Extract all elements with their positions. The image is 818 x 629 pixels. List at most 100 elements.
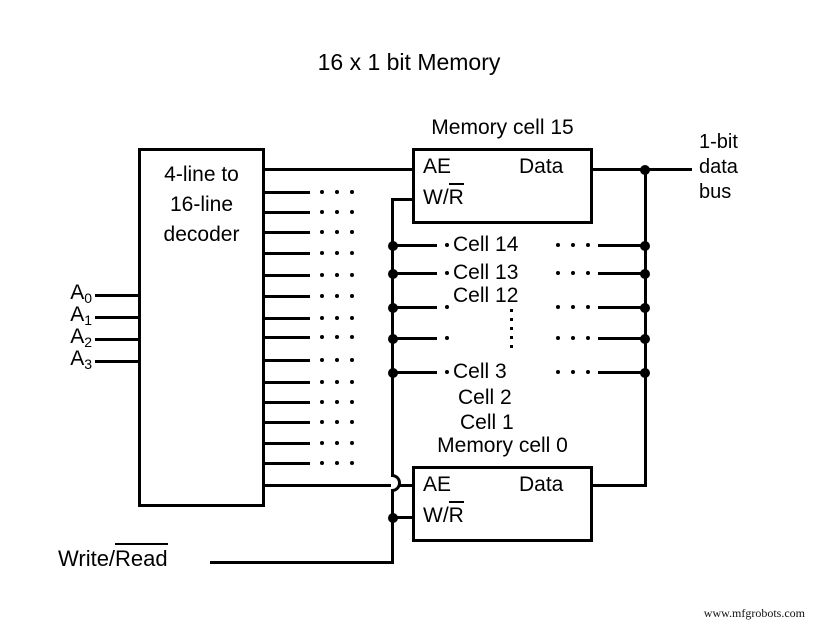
cell-row-13: Cell 13: [388, 261, 650, 284]
decoder-output-wire-0: [265, 484, 412, 487]
address-a3-base: A: [70, 347, 85, 370]
ellipsis-dot: [320, 420, 324, 424]
memory-cell-15-ae-label: AE: [423, 155, 452, 178]
write-read-wire: [210, 561, 394, 564]
decoder-output-stub: [265, 380, 360, 384]
decoder-output-stub: [265, 251, 360, 255]
address-a1-base: A: [70, 303, 85, 326]
ellipsis-dot: [335, 294, 339, 298]
ellipsis-dot: [350, 441, 354, 445]
wire-line: [265, 421, 310, 424]
data-bus-line: [644, 168, 647, 487]
wire-line: [394, 244, 437, 247]
wire-line: [265, 274, 310, 277]
decoder-output-stub: [265, 230, 360, 234]
ellipsis-dot: [445, 370, 449, 374]
write-read-prefix: Write/: [58, 546, 116, 571]
ellipsis-dot: [350, 190, 354, 194]
decoder-output-stub: [265, 210, 360, 214]
wire-line: [265, 359, 310, 362]
ellipsis-dot: [556, 271, 560, 275]
ellipsis-dot: [445, 336, 449, 340]
ellipsis-dot: [350, 294, 354, 298]
data-bus-label-line3: bus: [699, 181, 732, 203]
wire-line: [394, 272, 437, 275]
address-label-a0: A0: [50, 281, 92, 306]
wr-overline: R: [448, 501, 464, 527]
wire-line: [265, 336, 310, 339]
ellipsis-dot: [320, 294, 324, 298]
address-label-a3: A3: [50, 347, 92, 372]
junction-dot: [388, 241, 398, 251]
wr-prefix: W/: [423, 504, 449, 527]
wire-line: [265, 231, 310, 234]
wire-line: [265, 462, 310, 465]
wire-line: [598, 337, 647, 340]
ellipsis-dot: [350, 210, 354, 214]
decoder-output-stub: [265, 294, 360, 298]
decoder-output-wire-15: [265, 168, 412, 171]
ellipsis-dot: [350, 335, 354, 339]
wire-line: [265, 317, 310, 320]
ellipsis-dot: [586, 305, 590, 309]
decoder-label-line2: 16-line: [169, 193, 234, 216]
junction-dot: [640, 368, 650, 378]
wire-hop: [391, 474, 401, 492]
memory-cell-0-ae-label: AE: [423, 473, 452, 496]
ellipsis-dot: [320, 210, 324, 214]
ellipsis-dot: [335, 273, 339, 277]
address-a2-sub: 2: [84, 334, 92, 350]
wire-line: [265, 191, 310, 194]
ellipsis-dot: [586, 271, 590, 275]
address-a0-base: A: [70, 281, 85, 304]
wire-line: [265, 442, 310, 445]
wr-overline: R: [448, 183, 464, 209]
decoder-output-stub: [265, 400, 360, 404]
memory-cell-0-title: Memory cell 0: [437, 434, 568, 457]
cell-12-label: Cell 12: [453, 284, 519, 307]
junction-dot: [640, 334, 650, 344]
wr-input-wire-cell0: [392, 516, 412, 519]
wire-line: [598, 371, 647, 374]
address-a2-base: A: [70, 325, 85, 348]
decoder-label: 4-line to 16-line decoder: [141, 160, 262, 250]
cell-14-label: Cell 14: [453, 233, 519, 256]
ellipsis-dot: [350, 230, 354, 234]
wire-line: [265, 401, 310, 404]
ellipsis-dot: [556, 336, 560, 340]
wire-line: [394, 306, 437, 309]
junction-dot: [640, 303, 650, 313]
cell-3-label: Cell 3: [453, 360, 507, 383]
ellipsis-dot: [510, 309, 513, 312]
address-a3-sub: 3: [84, 356, 92, 372]
wire-line: [394, 371, 437, 374]
ellipsis-dot: [350, 273, 354, 277]
junction-dot: [388, 368, 398, 378]
ellipsis-dot: [335, 230, 339, 234]
address-label-a2: A2: [50, 325, 92, 350]
ellipsis-dot: [445, 271, 449, 275]
wire-line: [598, 272, 647, 275]
cell-1-label: Cell 1: [460, 411, 514, 434]
decoder-output-stub: [265, 441, 360, 445]
ellipsis-dot: [510, 327, 513, 330]
watermark: www.mfgrobots.com: [703, 606, 805, 620]
data-bus-label-line2: data: [699, 156, 738, 178]
ellipsis-dot: [556, 370, 560, 374]
ellipsis-dot: [335, 380, 339, 384]
ellipsis-dot: [335, 358, 339, 362]
wr-prefix: W/: [423, 186, 449, 209]
decoder-box: [138, 148, 265, 507]
ellipsis-dot: [350, 358, 354, 362]
ellipsis-dot: [571, 243, 575, 247]
cell-13-label: Cell 13: [453, 261, 519, 284]
ellipsis-dot: [335, 316, 339, 320]
junction-dot: [388, 269, 398, 279]
junction-dot: [388, 303, 398, 313]
junction-dot: [640, 241, 650, 251]
decoder-output-stub: [265, 335, 360, 339]
ellipsis-dot: [350, 251, 354, 255]
memory-cell-0-box: [412, 466, 593, 542]
junction-dot: [388, 334, 398, 344]
address-label-a1: A1: [50, 303, 92, 328]
